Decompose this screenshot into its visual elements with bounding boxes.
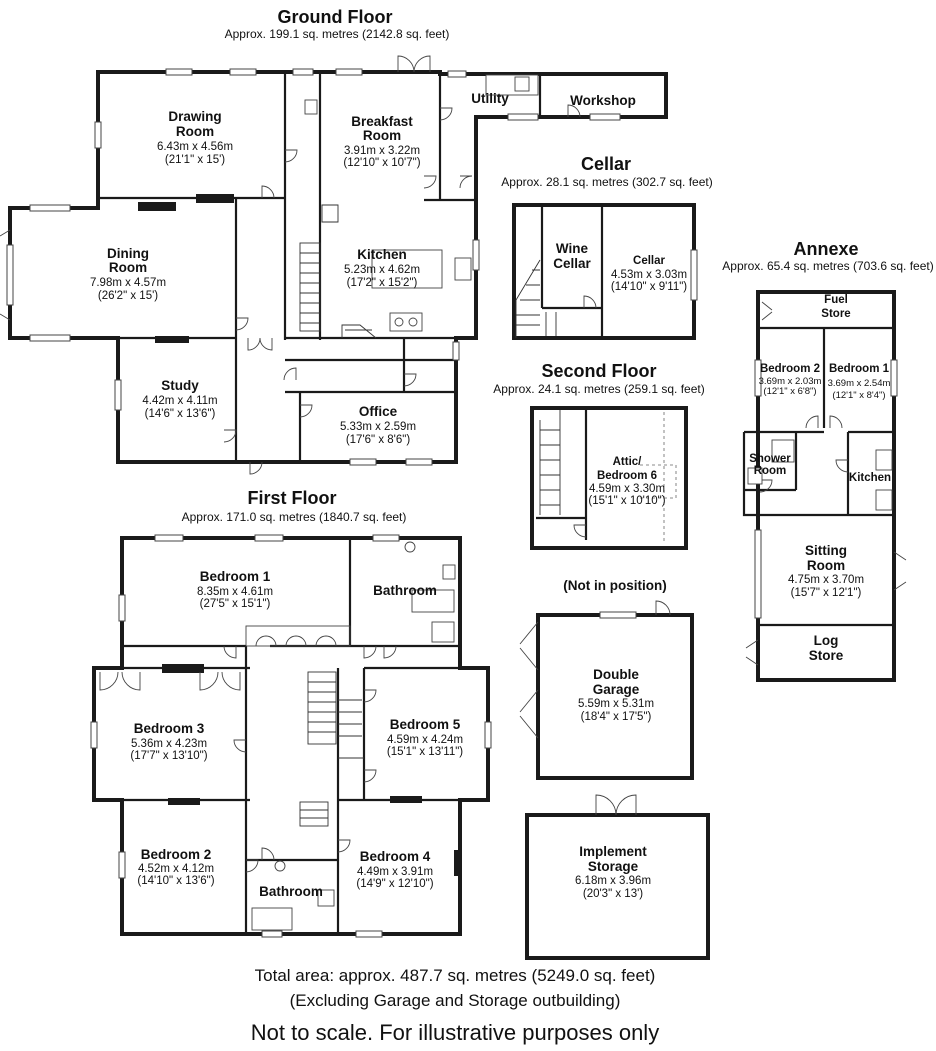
- ff-bedroom-1-name: Bedroom 1: [200, 569, 271, 584]
- ff-bedroom-4-imperial: (14'9" x 12'10"): [356, 878, 433, 890]
- dining-room-metric: 7.98m x 4.57m: [90, 277, 166, 289]
- storage-plan: [525, 794, 710, 960]
- sitting-room-name-1: Sitting: [805, 543, 847, 558]
- implement-storage-metric: 6.18m x 3.96m: [575, 875, 651, 887]
- dining-room-imperial: (26'2" x 15'): [98, 290, 158, 302]
- cellar-area: Approx. 28.1 sq. metres (302.7 sq. feet): [501, 175, 712, 189]
- ff-bedroom-3-imperial: (17'7" x 13'10"): [130, 750, 207, 762]
- double-garage-name-2: Garage: [593, 682, 640, 697]
- fuel-store-name-2: Store: [821, 308, 850, 320]
- first-floor-heading: First Floor: [248, 488, 337, 508]
- shower-room-name-2: Room: [754, 465, 787, 477]
- ground-floor-area: Approx. 199.1 sq. metres (2142.8 sq. fee…: [225, 27, 450, 41]
- drawing-room-imperial: (21'1" x 15'): [165, 154, 225, 166]
- ff-bedroom-2-imperial: (14'10" x 13'6"): [137, 875, 214, 887]
- cellar-room-imperial: (14'10" x 9'11"): [611, 281, 687, 293]
- second-floor-heading: Second Floor: [541, 361, 656, 381]
- garage-note: (Not in position): [563, 578, 666, 593]
- cellar-plan: [512, 203, 698, 340]
- study-name: Study: [161, 378, 199, 393]
- kitchen-name: Kitchen: [357, 247, 407, 262]
- kitchen-imperial: (17'2" x 15'2"): [347, 277, 418, 289]
- drawing-room-name-2: Room: [176, 124, 214, 139]
- double-garage-metric: 5.59m x 5.31m: [578, 698, 654, 710]
- attic-metric: 4.59m x 3.30m: [589, 483, 665, 495]
- ff-bedroom-3-metric: 5.36m x 4.23m: [131, 738, 207, 750]
- first-floor-plan: [90, 534, 492, 938]
- annexe-bedroom-1-name: Bedroom 1: [829, 363, 890, 375]
- implement-storage-name-1: Implement: [579, 844, 647, 859]
- sitting-room-metric: 4.75m x 3.70m: [788, 574, 864, 586]
- second-floor-area: Approx. 24.1 sq. metres (259.1 sq. feet): [493, 382, 704, 396]
- double-garage-imperial: (18'4" x 17'5"): [581, 711, 652, 723]
- log-store-name-2: Store: [809, 648, 844, 663]
- office-metric: 5.33m x 2.59m: [340, 421, 416, 433]
- cellar-heading: Cellar: [581, 154, 631, 174]
- ff-bedroom-4-metric: 4.49m x 3.91m: [357, 866, 433, 878]
- second-floor-plan: [530, 406, 688, 550]
- ff-bedroom-5-imperial: (15'1" x 13'11"): [387, 746, 463, 758]
- office-name: Office: [359, 404, 398, 419]
- breakfast-room-metric: 3.91m x 3.22m: [344, 145, 420, 157]
- annexe-heading: Annexe: [793, 239, 858, 259]
- fuel-store-name-1: Fuel: [824, 294, 848, 306]
- ff-bedroom-5-name: Bedroom 5: [390, 717, 461, 732]
- attic-name-2: Bedroom 6: [597, 470, 657, 482]
- study-metric: 4.42m x 4.11m: [142, 395, 217, 407]
- office-imperial: (17'6" x 8'6"): [346, 434, 411, 446]
- ff-bedroom-3-name: Bedroom 3: [134, 721, 205, 736]
- ff-bedroom-2-name: Bedroom 2: [141, 847, 212, 862]
- drawing-room-name-1: Drawing: [168, 109, 221, 124]
- ff-bedroom-1-metric: 8.35m x 4.61m: [197, 586, 273, 598]
- attic-imperial: (15'1" x 10'10"): [588, 495, 665, 507]
- attic-name-1: Attic/: [613, 456, 643, 468]
- workshop-name: Workshop: [570, 93, 636, 108]
- annexe-bedroom-1-metric: 3.69m x 2.54m: [828, 378, 891, 389]
- drawing-room-metric: 6.43m x 4.56m: [157, 141, 233, 153]
- total-area-text: Total area: approx. 487.7 sq. metres (52…: [255, 966, 656, 985]
- garage-plan: [519, 600, 694, 780]
- annexe-bedroom-2-name: Bedroom 2: [760, 363, 820, 375]
- ff-bedroom-1-imperial: (27'5" x 15'1"): [200, 598, 271, 610]
- log-store-name-1: Log: [814, 633, 839, 648]
- utility-name: Utility: [471, 91, 509, 106]
- breakfast-room-name-2: Room: [363, 128, 401, 143]
- implement-storage-imperial: (20'3" x 13'): [583, 888, 643, 900]
- annexe-bedroom-1-imperial: (12'1" x 8'4"): [832, 390, 885, 401]
- annexe-plan: [742, 290, 907, 682]
- kitchen-metric: 5.23m x 4.62m: [344, 264, 420, 276]
- breakfast-room-imperial: (12'10" x 10'7"): [343, 157, 420, 169]
- cellar-room-name: Cellar: [633, 255, 665, 267]
- annexe-area: Approx. 65.4 sq. metres (703.6 sq. feet): [722, 259, 933, 273]
- ground-floor-heading: Ground Floor: [278, 7, 393, 27]
- study-imperial: (14'6" x 13'6"): [145, 408, 216, 420]
- ff-bedroom-4-name: Bedroom 4: [360, 849, 431, 864]
- wine-cellar-name-2: Cellar: [553, 256, 591, 271]
- ff-bedroom-2-metric: 4.52m x 4.12m: [138, 863, 214, 875]
- sitting-room-imperial: (15'7" x 12'1"): [791, 587, 862, 599]
- dining-room-name-1: Dining: [107, 246, 149, 261]
- exclusion-note: (Excluding Garage and Storage outbuildin…: [290, 991, 621, 1010]
- sitting-room-name-2: Room: [807, 558, 845, 573]
- annexe-kitchen-name: Kitchen: [849, 472, 891, 484]
- disclaimer-text: Not to scale. For illustrative purposes …: [251, 1020, 659, 1045]
- ff-bathroom-main-name: Bathroom: [373, 583, 437, 598]
- ff-bedroom-5-metric: 4.59m x 4.24m: [387, 734, 463, 746]
- annexe-bedroom-2-metric: 3.69m x 2.03m: [759, 376, 822, 387]
- breakfast-room-name-1: Breakfast: [351, 114, 413, 129]
- implement-storage-name-2: Storage: [588, 859, 639, 874]
- double-garage-name-1: Double: [593, 667, 639, 682]
- cellar-room-metric: 4.53m x 3.03m: [611, 269, 687, 281]
- ff-bathroom-small-name: Bathroom: [259, 884, 323, 899]
- dining-room-name-2: Room: [109, 260, 147, 275]
- ground-floor-plan: [0, 55, 668, 475]
- wine-cellar-name-1: Wine: [556, 241, 589, 256]
- annexe-bedroom-2-imperial: (12'1" x 6'8"): [763, 386, 816, 397]
- first-floor-area: Approx. 171.0 sq. metres (1840.7 sq. fee…: [182, 510, 407, 524]
- shower-room-name-1: Shower: [749, 453, 791, 465]
